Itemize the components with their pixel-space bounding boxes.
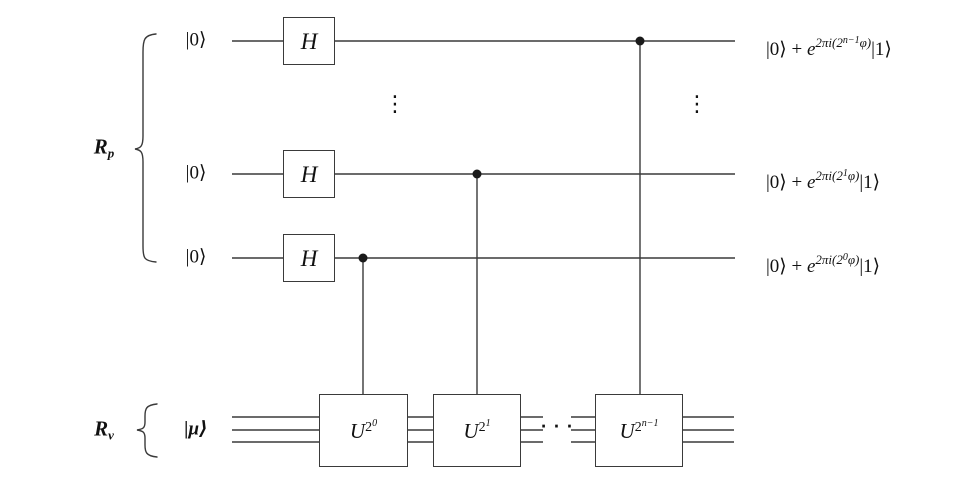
unitary-gate-un1: U2n−1	[595, 394, 683, 467]
out-e: e	[806, 39, 816, 60]
out-exp-power: 1	[842, 168, 848, 179]
ket-mu: |μ⟩	[184, 418, 208, 440]
u-base: U	[463, 419, 479, 443]
u-base: U	[349, 419, 366, 443]
out-exp-power: n−1	[842, 35, 860, 46]
output-state-row3: |0⟩ + e2πi(20φ)|1⟩	[766, 245, 880, 277]
u0-label: U20	[350, 419, 377, 442]
register-label-rv: Rv	[94, 416, 114, 443]
hadamard-label: H	[300, 161, 318, 187]
bundle-gap	[543, 408, 571, 450]
u-exp-power: 1	[485, 418, 491, 429]
out-exp-post: φ)	[859, 35, 872, 50]
out-exp-post: φ)	[847, 252, 860, 267]
u1-label: U21	[463, 419, 490, 442]
un1-label: U2n−1	[620, 419, 659, 442]
out-exp-post: φ)	[847, 168, 860, 183]
u-base: U	[619, 419, 635, 443]
rp-base: R	[93, 134, 108, 159]
out-exp-pre: 2πi(2	[815, 168, 843, 183]
hadamard-gate-row1: H	[283, 17, 335, 65]
vertical-ellipsis-right: ⋮	[686, 92, 708, 117]
u-exp-base: 2	[365, 420, 373, 435]
ket-zero-row3: |0⟩	[185, 246, 207, 268]
rv-sub: v	[108, 427, 114, 443]
out-exp-power: 0	[842, 252, 848, 263]
hadamard-gate-row2: H	[283, 150, 335, 198]
control-dot-row3	[358, 253, 368, 263]
out-pre: |0⟩ +	[766, 256, 807, 277]
hadamard-gate-row3: H	[283, 234, 335, 282]
phase-register-brace	[134, 33, 157, 263]
unitary-gate-u0: U20	[319, 394, 408, 467]
unitary-gate-u1: U21	[433, 394, 521, 467]
u-exp-base: 2	[478, 420, 486, 435]
out-post: |1⟩	[859, 256, 881, 277]
out-e: e	[806, 172, 816, 193]
hadamard-label: H	[300, 245, 318, 271]
rv-base: R	[94, 416, 109, 441]
ket-zero-row2: |0⟩	[185, 162, 207, 184]
u-exp-power: 0	[372, 418, 378, 429]
u-exp-base: 2	[634, 420, 642, 435]
out-post: |1⟩	[859, 172, 881, 193]
control-dot-row2	[472, 169, 482, 179]
out-post: |1⟩	[871, 39, 892, 60]
output-state-row2: |0⟩ + e2πi(21φ)|1⟩	[766, 161, 880, 193]
out-exp-pre: 2πi(2	[815, 35, 843, 50]
hadamard-label: H	[300, 28, 318, 54]
rp-sub: p	[107, 145, 115, 161]
vertical-ellipsis-left: ⋮	[384, 92, 406, 117]
output-state-row1: |0⟩ + e2πi(2n−1φ)|1⟩	[766, 28, 892, 60]
vector-register-brace	[136, 403, 158, 458]
out-exp-pre: 2πi(2	[815, 252, 843, 267]
register-label-rp: Rp	[93, 134, 115, 161]
ket-zero-row1: |0⟩	[185, 29, 207, 51]
u-exp-power: n−1	[641, 418, 659, 429]
out-pre: |0⟩ +	[766, 39, 807, 60]
out-e: e	[806, 256, 816, 277]
out-pre: |0⟩ +	[766, 172, 807, 193]
control-dot-row1	[635, 36, 645, 46]
horizontal-ellipsis-bundle: · · ·	[540, 417, 574, 436]
